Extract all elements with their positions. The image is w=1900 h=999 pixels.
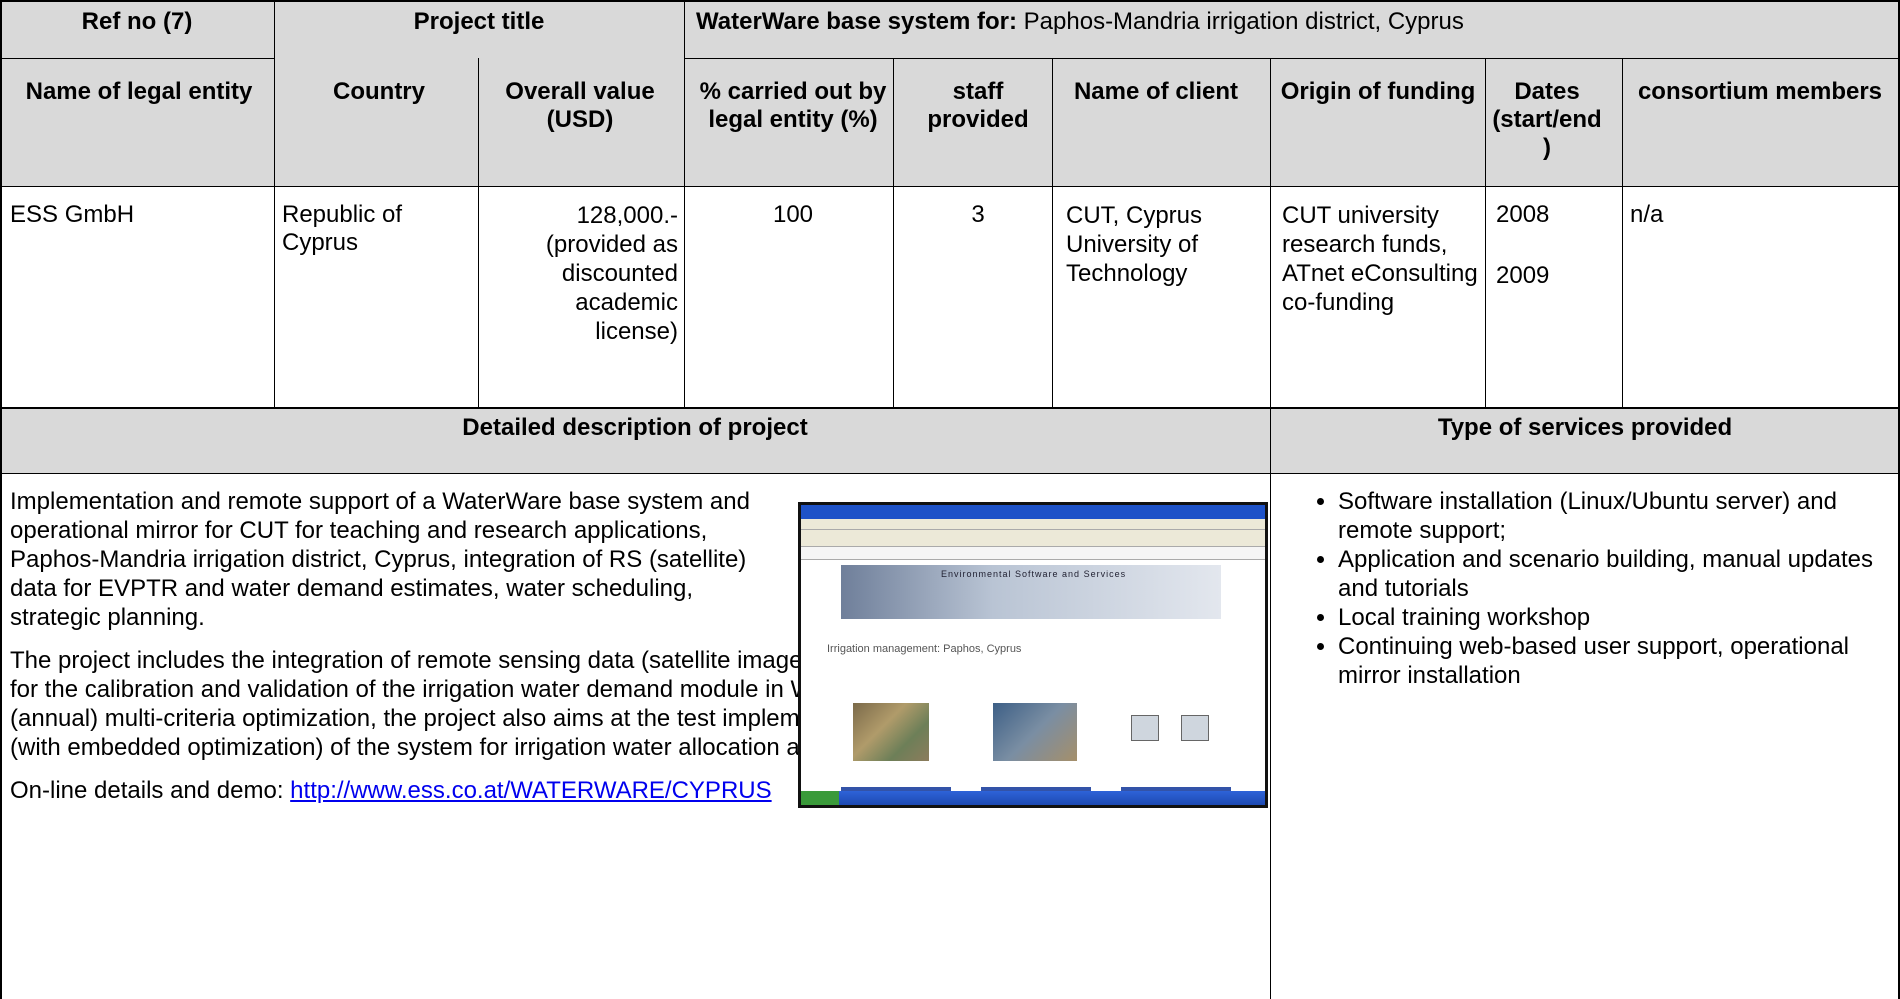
section-header-row-bg — [0, 407, 1900, 473]
grid-line — [684, 58, 1900, 59]
col-header-percent: % carried out by legal entity (%) — [699, 78, 887, 133]
service-item: Application and scenario building, manua… — [1338, 545, 1896, 603]
grid-line — [1622, 58, 1623, 407]
project-title-value: WaterWare base system for: Paphos-Mandri… — [696, 8, 1896, 36]
grid-line — [274, 0, 275, 407]
project-title-label-bg — [274, 0, 684, 58]
ref-no-cell-bg — [0, 0, 274, 58]
grid-line — [1898, 0, 1900, 999]
screenshot-menu-bar — [801, 519, 1265, 530]
grid-line — [0, 0, 1900, 2]
service-item: Local training workshop — [1338, 603, 1896, 632]
column-header-row-bg — [0, 58, 1900, 186]
section-header-services: Type of services provided — [1437, 414, 1733, 441]
cell-client: CUT, Cyprus University of Technology — [1066, 202, 1203, 287]
description-paragraph-1: Implementation and remote support of a W… — [10, 488, 750, 631]
cell-entity: ESS GmbH — [10, 201, 135, 228]
grid-line — [1052, 58, 1053, 407]
screenshot-links-2 — [981, 787, 1091, 791]
cell-date-start: 2008 — [1496, 201, 1550, 228]
project-title-value-bg — [684, 0, 1900, 58]
website-screenshot-image: Environmental Software and Services Irri… — [798, 502, 1268, 808]
screenshot-links-3 — [1121, 787, 1231, 791]
grid-line — [0, 407, 1900, 409]
screenshot-satellite-image-1 — [853, 703, 929, 761]
grid-line — [0, 473, 1900, 474]
online-details-link[interactable]: http://www.ess.co.at/WATERWARE/CYPRUS — [290, 777, 772, 804]
cell-percent: 100 — [772, 201, 814, 228]
screenshot-links-1 — [841, 787, 951, 791]
screenshot-satellite-image-2 — [993, 703, 1077, 761]
col-header-country: Country — [333, 78, 425, 105]
grid-line — [684, 0, 685, 407]
col-header-funding: Origin of funding — [1280, 78, 1476, 105]
online-details: On-line details and demo: http://www.ess… — [10, 776, 1266, 805]
cell-staff: 3 — [971, 201, 985, 228]
col-header-legal-entity: Name of legal entity — [25, 78, 253, 105]
section-header-description: Detailed description of project — [462, 414, 808, 441]
cell-consortium: n/a — [1630, 201, 1664, 228]
grid-line — [893, 58, 894, 407]
services-list-cell: Software installation (Linux/Ubuntu serv… — [1272, 487, 1896, 690]
grid-line — [478, 58, 479, 407]
service-item: Software installation (Linux/Ubuntu serv… — [1338, 487, 1896, 545]
screenshot-page-title: Irrigation management: Paphos, Cyprus — [827, 643, 1022, 655]
project-title-label: Project title — [413, 8, 545, 35]
grid-line — [0, 186, 1900, 187]
ref-no: Ref no (7) — [81, 8, 193, 35]
project-title-prefix: WaterWare base system for: — [696, 8, 1017, 35]
screenshot-toolbar — [801, 530, 1265, 547]
services-list: Software installation (Linux/Ubuntu serv… — [1272, 487, 1896, 690]
screenshot-computer-icon-2 — [1181, 715, 1209, 741]
cell-country: Republic of Cyprus — [282, 201, 403, 256]
grid-line — [0, 58, 274, 59]
col-header-consortium: consortium members — [1637, 78, 1883, 105]
project-title-text: Paphos-Mandria irrigation district, Cypr… — [1017, 8, 1464, 35]
col-header-client: Name of client — [1073, 78, 1239, 105]
grid-line — [1485, 58, 1486, 407]
col-header-overall-value: Overall value (USD) — [505, 78, 655, 133]
online-details-label: On-line details and demo: — [10, 777, 291, 804]
screenshot-address-bar — [801, 547, 1265, 560]
cell-funding: CUT university research funds, ATnet eCo… — [1282, 202, 1478, 316]
col-header-dates: Dates (start/end ) — [1492, 78, 1602, 161]
screenshot-title-bar — [801, 505, 1265, 519]
cell-date-end: 2009 — [1496, 262, 1550, 289]
screenshot-taskbar — [801, 791, 1265, 805]
grid-line — [1270, 58, 1271, 999]
col-header-staff: staff provided — [927, 78, 1029, 133]
screenshot-computer-icon-1 — [1131, 715, 1159, 741]
screenshot-banner — [841, 565, 1221, 619]
cell-value: 128,000.- (provided as discounted academ… — [545, 202, 678, 345]
grid-line — [0, 0, 2, 999]
screenshot-banner-text: Environmental Software and Services — [941, 569, 1127, 579]
service-item: Continuing web-based user support, opera… — [1338, 632, 1896, 690]
screenshot-start-button — [801, 791, 839, 805]
